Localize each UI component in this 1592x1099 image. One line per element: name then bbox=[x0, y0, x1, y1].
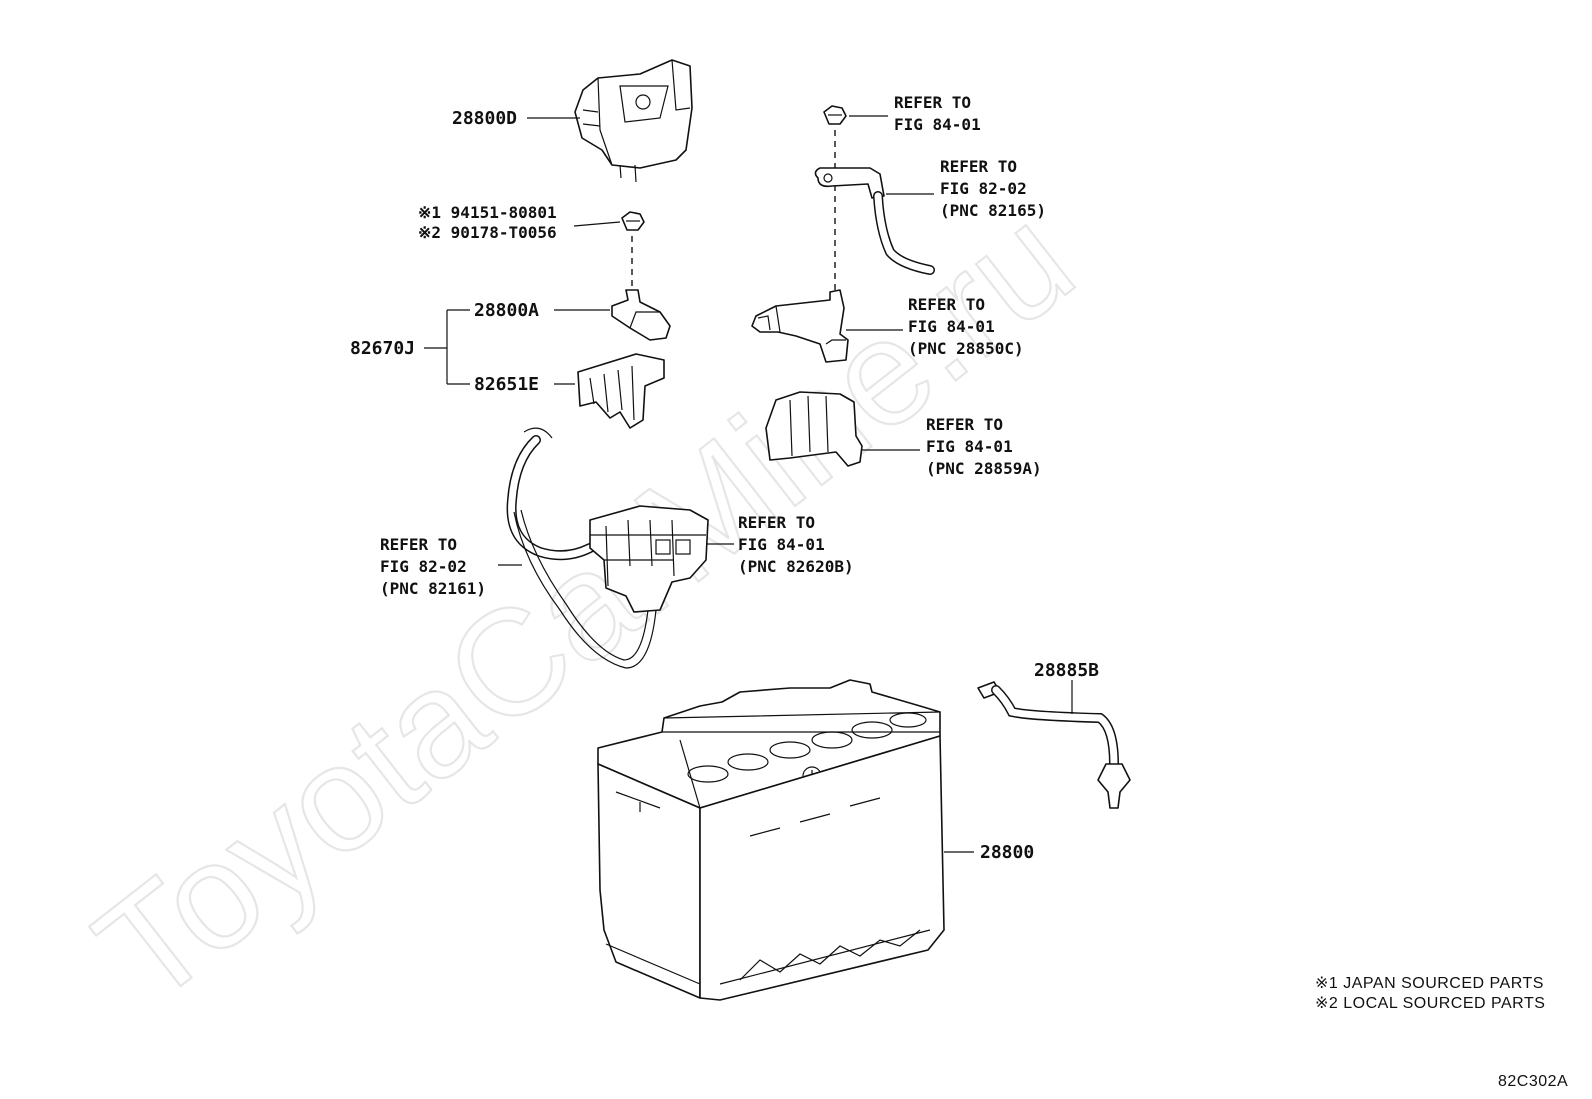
label-28800a: 28800A bbox=[474, 300, 539, 321]
ref-fusible-1: REFER TO bbox=[738, 513, 815, 532]
label-82651e: 82651E bbox=[474, 374, 539, 395]
terminal-clamp-28800a bbox=[611, 289, 671, 341]
nut-code-1: ※1 94151-80801 bbox=[418, 203, 557, 222]
ref-terminal-3: (PNC 28850C) bbox=[908, 339, 1024, 358]
ref-fusible-3: (PNC 82620B) bbox=[738, 557, 854, 576]
battery-cable-top bbox=[814, 167, 935, 275]
label-28885b: 28885B bbox=[1034, 660, 1099, 681]
label-82670j: 82670J bbox=[350, 338, 415, 359]
ref-terminal-2: FIG 84-01 bbox=[908, 317, 995, 336]
note-local-sourced: ※2 LOCAL SOURCED PARTS bbox=[1315, 995, 1545, 1012]
ref-fusible-2: FIG 84-01 bbox=[738, 535, 825, 554]
figure-code: 82C302A bbox=[1498, 1073, 1568, 1090]
ref-cable-top-1: REFER TO bbox=[940, 157, 1017, 176]
ref-cable-left-1: REFER TO bbox=[380, 535, 457, 554]
label-28800: 28800 bbox=[980, 842, 1034, 863]
ref-cable-left-2: FIG 82-02 bbox=[380, 557, 467, 576]
ref-cover-3: (PNC 28859A) bbox=[926, 459, 1042, 478]
cover-28859a bbox=[765, 391, 863, 467]
ref-cable-top-3: (PNC 82165) bbox=[940, 201, 1046, 220]
ref-nut-top-2: FIG 84-01 bbox=[894, 115, 981, 134]
fuse-cover-82651e bbox=[577, 353, 665, 429]
terminal-cover-28800d bbox=[574, 59, 693, 183]
label-28800d: 28800D bbox=[452, 108, 517, 129]
ref-cover-2: FIG 84-01 bbox=[926, 437, 1013, 456]
ref-terminal-1: REFER TO bbox=[908, 295, 985, 314]
nut-code-2: ※2 90178-T0056 bbox=[418, 223, 557, 242]
nut-left bbox=[621, 211, 645, 231]
ref-nut-top-1: REFER TO bbox=[894, 93, 971, 112]
ref-cable-top-2: FIG 82-02 bbox=[940, 179, 1027, 198]
ref-cable-left-3: (PNC 82161) bbox=[380, 579, 486, 598]
battery-cable-left bbox=[506, 427, 657, 669]
terminal-28850c bbox=[751, 289, 849, 363]
battery-28800 bbox=[597, 679, 945, 1001]
vent-hose-28885b bbox=[977, 681, 1131, 809]
note-japan-sourced: ※1 JAPAN SOURCED PARTS bbox=[1315, 975, 1544, 992]
nut-right bbox=[823, 105, 847, 125]
ref-cover-1: REFER TO bbox=[926, 415, 1003, 434]
fusible-link-82620b bbox=[589, 505, 709, 613]
